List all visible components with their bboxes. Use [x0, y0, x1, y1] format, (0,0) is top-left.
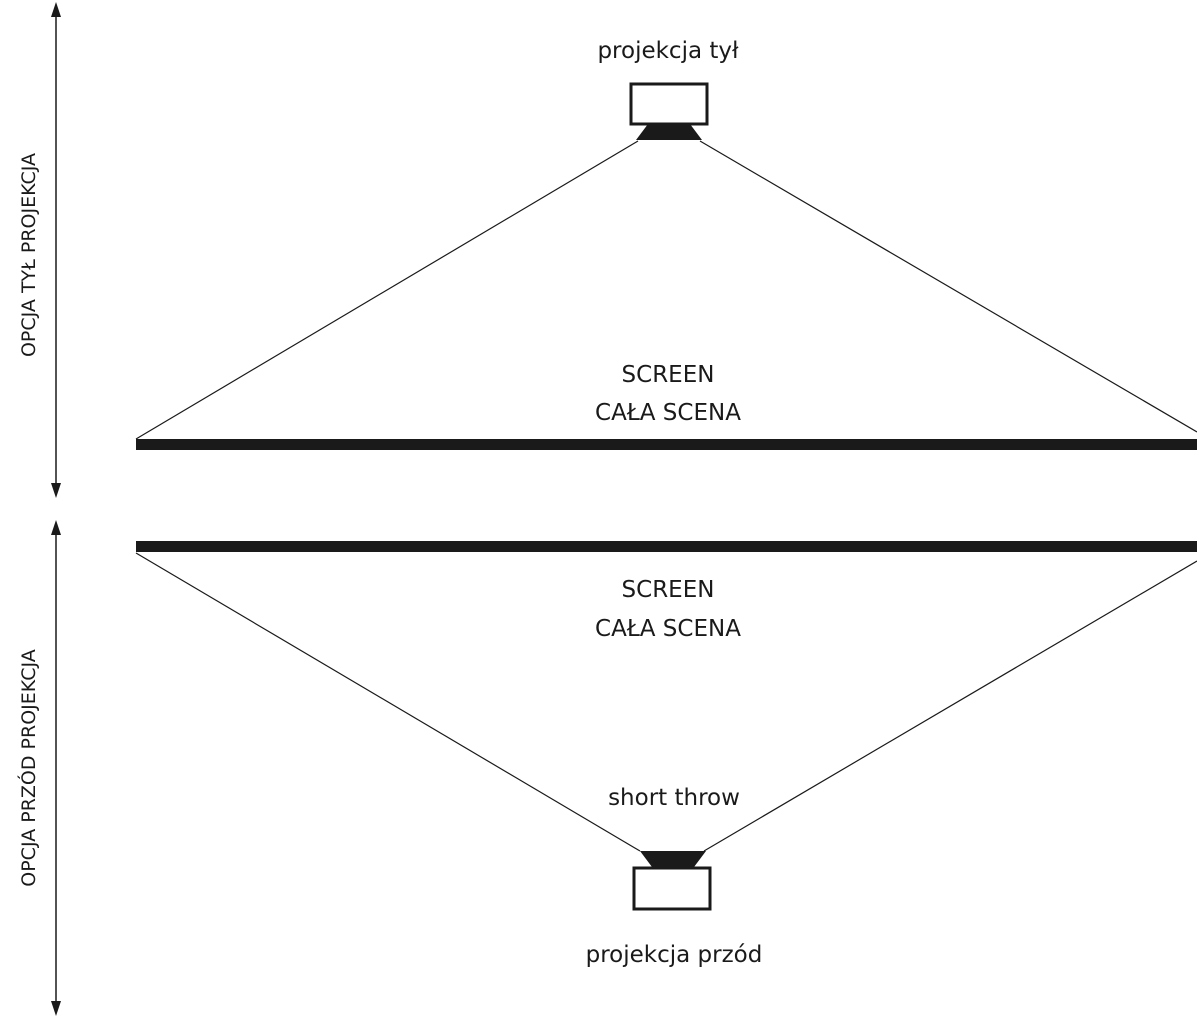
rear-projection-section: OPCJA TYŁ PROJEKCJA projekcja tył SCREEN… — [18, 2, 1197, 498]
front-projector-icon — [632, 851, 712, 911]
rear-screen-bar — [136, 439, 1197, 450]
rear-screen-label-line1: SCREEN — [622, 362, 715, 388]
front-beam-left — [135, 552, 641, 852]
front-option-side-label: OPCJA PRZÓD PROJEKCJA — [16, 649, 40, 886]
front-projection-section: OPCJA PRZÓD PROJEKCJA SCREEN CAŁA SCENA … — [16, 520, 1197, 1016]
rear-option-side-label: OPCJA TYŁ PROJEKCJA — [18, 153, 40, 357]
short-throw-label: short throw — [608, 785, 740, 811]
front-option-range-arrow — [51, 520, 61, 1016]
rear-screen-label-line2: CAŁA SCENA — [595, 400, 741, 426]
front-screen-bar — [136, 541, 1197, 552]
front-beam-right — [703, 560, 1197, 852]
rear-projector-label: projekcja tył — [597, 38, 739, 64]
front-projector-label: projekcja przód — [586, 942, 763, 968]
rear-beam-right — [699, 140, 1197, 433]
rear-projector-icon — [629, 82, 709, 140]
front-screen-label-line2: CAŁA SCENA — [595, 616, 741, 642]
front-screen-label-line1: SCREEN — [622, 577, 715, 603]
rear-option-range-arrow — [51, 2, 61, 498]
rear-beam-left — [135, 140, 639, 440]
